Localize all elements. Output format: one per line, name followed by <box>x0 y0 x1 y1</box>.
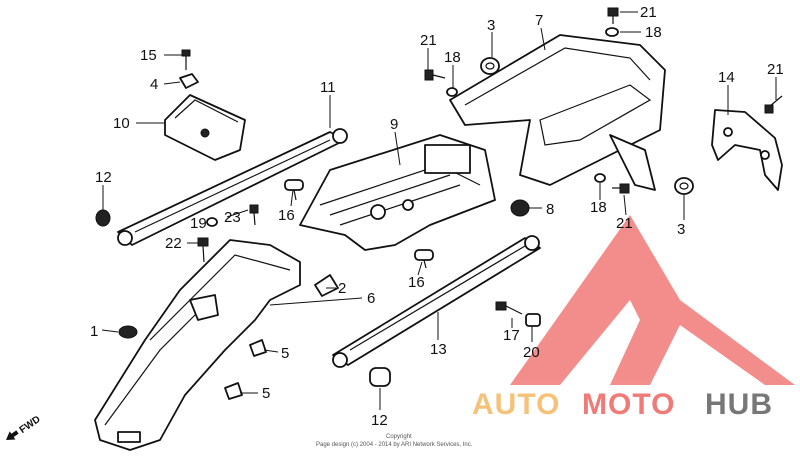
callout-6: 6 <box>367 290 375 307</box>
callout-22: 22 <box>165 235 182 252</box>
callout-16-lower: 16 <box>408 274 425 291</box>
part-6-rear-fender <box>94 239 301 451</box>
part-1-cap <box>118 325 138 339</box>
callout-3-b: 3 <box>677 221 685 238</box>
callout-12-lower: 12 <box>371 412 388 429</box>
part-11-rail <box>117 128 348 246</box>
callout-17: 17 <box>503 327 520 344</box>
part-12-collar-lower <box>369 367 391 387</box>
part-3-grommet-b <box>674 177 694 195</box>
callout-20: 20 <box>523 344 540 361</box>
part-7-seat-pan <box>449 34 666 191</box>
part-3-grommet-a <box>480 57 500 75</box>
part-18-washer-b <box>605 27 619 37</box>
callout-18-a: 18 <box>444 49 461 66</box>
copyright-line-2: Page design (c) 2004 - 2014 by ARI Netwo… <box>316 442 473 448</box>
callout-4: 4 <box>150 76 158 93</box>
part-14-plate <box>711 109 783 191</box>
callout-21-c: 21 <box>616 215 633 232</box>
part-21-bolt-d <box>764 95 783 114</box>
callout-21-b: 21 <box>640 4 657 21</box>
part-5-clip-b <box>224 382 243 400</box>
leader-lines <box>101 11 777 410</box>
part-21-bolt-c <box>612 183 630 194</box>
part-18-washer-c <box>594 173 606 183</box>
part-21-bolt-b <box>607 7 619 24</box>
watermark-logo <box>510 215 795 385</box>
part-23-screw <box>249 204 259 226</box>
callout-21-a: 21 <box>420 32 437 49</box>
callout-19: 19 <box>190 215 207 232</box>
watermark-auto: AUTO <box>472 388 560 421</box>
part-4-nut <box>179 73 199 89</box>
callout-18-b: 18 <box>645 24 662 41</box>
callout-2: 2 <box>338 280 346 297</box>
part-18-washer-a <box>446 87 458 97</box>
arrow-left-icon <box>6 430 19 440</box>
part-8-nut <box>510 199 530 217</box>
watermark-wordmark: AUTO MOTO HUB <box>472 388 773 421</box>
callout-21-d: 21 <box>767 61 784 78</box>
callout-3-a: 3 <box>487 17 495 34</box>
watermark-hub: HUB <box>705 388 773 421</box>
part-9-bracket <box>299 134 496 251</box>
part-16-bolt-upper <box>284 179 304 201</box>
part-12-collar-upper <box>95 209 111 227</box>
fwd-arrow: FWD <box>6 414 43 440</box>
part-2-clip <box>314 274 339 297</box>
part-16-bolt-lower <box>414 249 434 269</box>
part-15-bolt <box>181 49 191 70</box>
part-22-screw <box>197 237 209 263</box>
callout-9: 9 <box>390 116 398 133</box>
part-5-clip-a <box>249 339 267 357</box>
callout-12-upper: 12 <box>95 169 112 186</box>
watermark-triangle-shape <box>510 215 795 385</box>
part-21-bolt-a <box>424 69 446 81</box>
callout-7: 7 <box>535 12 543 29</box>
callout-labels: 15 4 10 11 12 9 16 21 18 3 7 21 18 14 21… <box>90 4 784 429</box>
part-10-tray <box>164 94 246 161</box>
watermark-moto: MOTO <box>582 388 675 421</box>
part-19-clip <box>206 217 218 227</box>
part-17-bolt <box>495 301 523 315</box>
callout-23: 23 <box>224 209 241 226</box>
copyright-line-1: Copyright <box>386 434 412 440</box>
callout-18-c: 18 <box>590 199 607 216</box>
callout-10: 10 <box>113 115 130 132</box>
fwd-label: FWD <box>18 414 43 436</box>
part-20-collar <box>525 313 541 327</box>
callout-8: 8 <box>546 201 554 218</box>
callout-11: 11 <box>320 79 336 96</box>
callout-5-a: 5 <box>281 345 289 362</box>
callout-14: 14 <box>718 69 735 86</box>
callout-5-b: 5 <box>262 385 270 402</box>
callout-16-upper: 16 <box>278 207 295 224</box>
callout-13: 13 <box>430 341 447 358</box>
callout-1: 1 <box>90 323 98 340</box>
callout-15: 15 <box>140 47 157 64</box>
part-13-rail <box>332 235 541 368</box>
